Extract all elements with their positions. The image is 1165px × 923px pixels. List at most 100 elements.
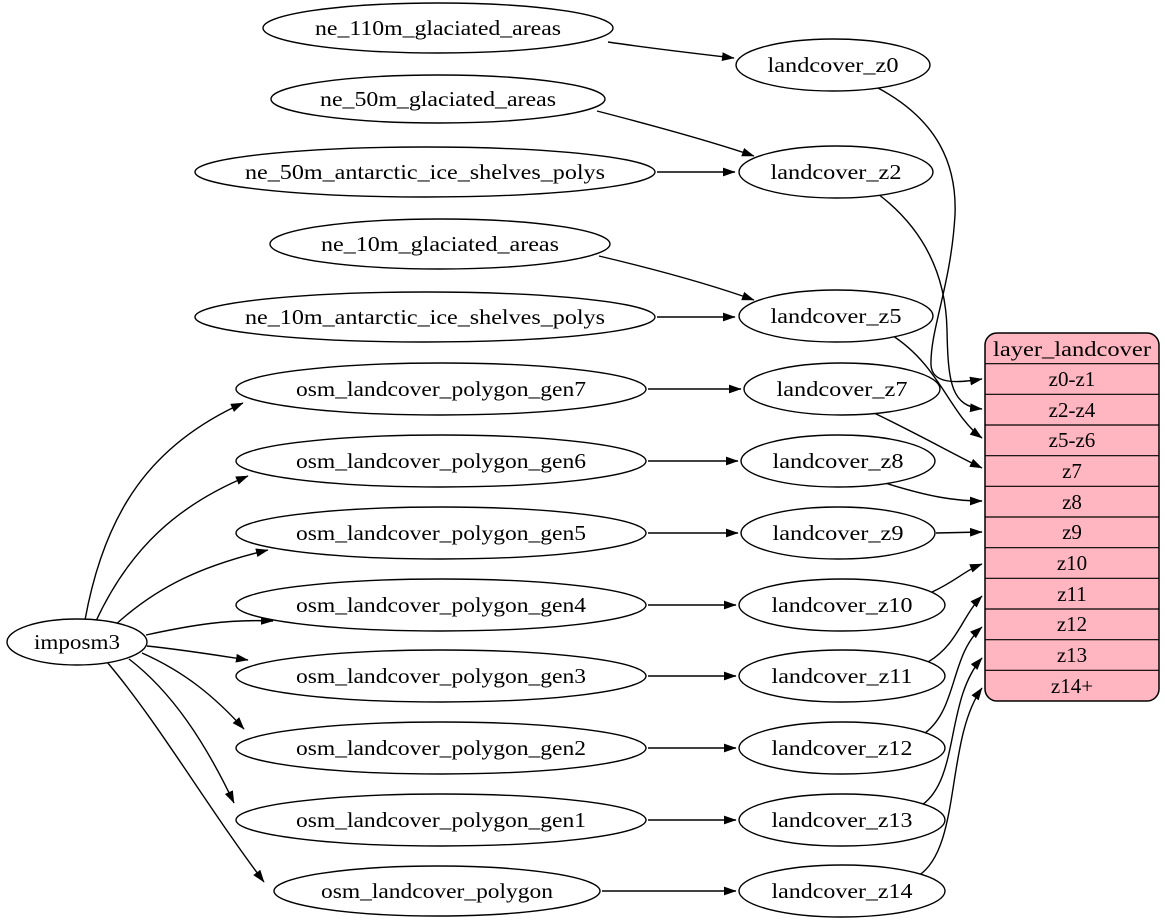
ellipse-shape [269,218,611,270]
ellipse-shape [235,649,647,703]
node-osm-landcover-polygon-gen3: osm_landcover_polygon_gen3 [235,649,647,703]
edge-ne50m-glaciated-z2 [596,110,755,157]
ellipse-shape [273,865,601,917]
node-ne-10m-antarctic-ice-shelves-polys: ne_10m_antarctic_ice_shelves_polys [194,291,656,343]
ellipse-shape [738,289,934,343]
edge-z5-row-z5z6 [889,333,983,439]
node-label: imposm3 [34,630,120,654]
edge-z14-row-z14 [917,687,983,877]
node-label: osm_landcover_polygon_gen6 [296,449,586,473]
table-row-label: z10 [1057,551,1087,575]
ellipse-shape [738,145,934,199]
table-row-label: z13 [1057,643,1087,667]
edge-z0-row-z0z1 [877,87,983,386]
edge-imposm3-gen5 [112,548,269,628]
node-label: osm_landcover_polygon_gen4 [296,593,587,617]
node-label: landcover_z5 [771,304,902,328]
ellipse-shape [235,506,647,560]
edge-z7-row-z7 [871,411,983,469]
node-ne-110m-glaciated-areas: ne_110m_glaciated_areas [262,2,614,54]
edge-z2-row-z2z4 [877,193,983,413]
ellipse-shape [235,578,647,632]
node-landcover-z7: landcover_z7 [743,362,941,416]
ellipse-shape [738,578,946,632]
node-landcover-z8: landcover_z8 [740,434,936,488]
node-label: osm_landcover_polygon [321,879,554,903]
node-label: landcover_z7 [777,377,908,401]
table-row-label: z8 [1062,490,1082,514]
ellipse-shape [738,864,946,918]
node-osm-landcover-polygon-gen4: osm_landcover_polygon_gen4 [235,578,647,632]
edge-z13-row-z13 [921,657,983,806]
ellipse-shape [738,721,946,775]
ellipse-shape [738,649,946,703]
edge-ne110m-z0 [607,41,735,61]
edge-imposm3-gen7 [84,402,244,621]
node-label: landcover_z2 [771,160,902,184]
ellipse-shape [735,38,931,92]
ellipse-shape [235,793,647,847]
ellipse-shape [743,362,941,416]
edge-z12-row-z12 [924,626,983,734]
node-osm-landcover-polygon-gen7: osm_landcover_polygon_gen7 [235,362,647,416]
edge-z10-row-z10 [931,563,983,593]
node-landcover-z9: landcover_z9 [740,506,936,560]
node-ne-50m-glaciated-areas: ne_50m_glaciated_areas [270,74,606,124]
node-osm-landcover-polygon-gen1: osm_landcover_polygon_gen1 [235,793,647,847]
node-ne-10m-glaciated-areas: ne_10m_glaciated_areas [269,218,611,270]
ellipse-shape [738,793,946,847]
ellipse-shape [740,506,936,560]
node-landcover-z10: landcover_z10 [738,578,946,632]
node-label: ne_110m_glaciated_areas [315,16,561,40]
node-label: ne_10m_antarctic_ice_shelves_polys [245,305,605,329]
ellipse-shape [235,362,647,416]
node-label: ne_50m_antarctic_ice_shelves_polys [245,160,605,184]
node-osm-landcover-polygon: osm_landcover_polygon [273,865,601,917]
node-label: ne_50m_glaciated_areas [320,87,556,111]
node-label: osm_landcover_polygon_gen3 [296,664,586,688]
node-ne-50m-antarctic-ice-shelves-polys: ne_50m_antarctic_ice_shelves_polys [194,146,656,198]
edge-imposm3-gen1 [128,658,235,804]
table-row-label: z5-z6 [1049,428,1096,452]
node-label: landcover_z10 [772,593,913,617]
ellipse-shape [740,434,936,488]
table-title: layer_landcover [993,337,1151,361]
edge-imposm3-gen4 [145,616,274,636]
edge-imposm3-gen2 [141,652,245,730]
node-landcover-z2: landcover_z2 [738,145,934,199]
table-row-label: z2-z4 [1049,398,1096,422]
table-row-label: z11 [1057,582,1087,606]
edge-imposm3-polygon [106,661,265,883]
node-landcover-z14: landcover_z14 [738,864,946,918]
node-label: landcover_z11 [772,664,913,688]
edge-z9-row-z9 [935,527,983,537]
node-osm-landcover-polygon-gen6: osm_landcover_polygon_gen6 [235,434,647,488]
table-row-label: z9 [1062,520,1082,544]
node-label: landcover_z12 [772,736,913,760]
node-osm-landcover-polygon-gen2: osm_landcover_polygon_gen2 [235,721,647,775]
ellipse-shape [194,291,656,343]
ellipse-shape [194,146,656,198]
node-label: landcover_z13 [772,808,913,832]
node-label: osm_landcover_polygon_gen1 [296,808,586,832]
node-landcover-z12: landcover_z12 [738,721,946,775]
node-imposm3: imposm3 [6,618,148,666]
ellipse-shape [6,618,148,666]
node-label: landcover_z14 [772,879,914,903]
table-layer-landcover: layer_landcover z0-z1 z2-z4 z5-z6 z7 z8 … [984,332,1160,702]
ellipse-shape [262,2,614,54]
table-row-label: z7 [1062,459,1082,483]
node-landcover-z0: landcover_z0 [735,38,931,92]
edge-z8-row-z8 [884,482,983,506]
node-label: landcover_z8 [773,449,904,473]
node-label: landcover_z9 [773,521,904,545]
edge-z11-row-z11 [927,595,983,663]
node-landcover-z13: landcover_z13 [738,793,946,847]
node-label: landcover_z0 [768,53,899,77]
node-label: ne_10m_glaciated_areas [321,232,559,256]
edge-imposm3-gen6 [95,475,249,622]
table-row-label: z12 [1057,612,1087,636]
node-landcover-z5: landcover_z5 [738,289,934,343]
